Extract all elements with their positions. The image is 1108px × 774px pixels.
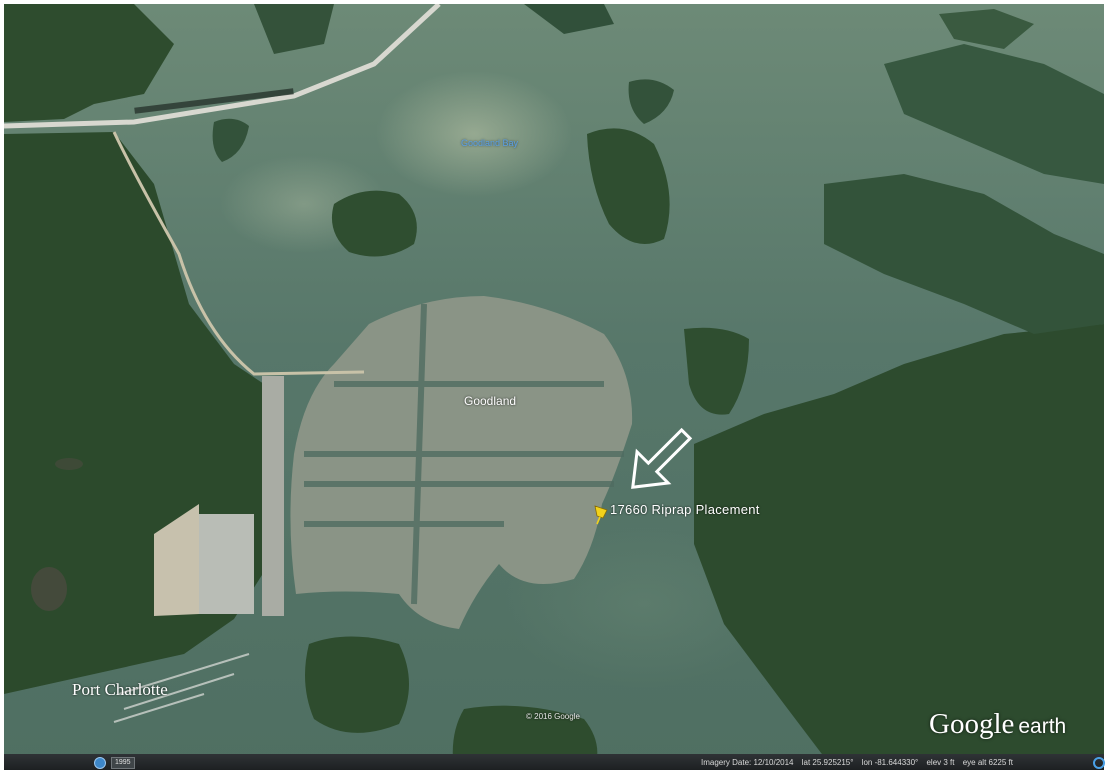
status-info: Imagery Date: 12/10/2014 lat 25.925215° … [701,758,1019,767]
eye-altitude-readout: eye alt 6225 ft [962,758,1013,767]
northwest-land [4,4,174,122]
streaming-status-icon [1093,757,1105,769]
logo-word-google: Google [929,708,1015,740]
northeast-forest [524,4,614,34]
small-island-n [628,79,674,124]
logo-word-earth: earth [1018,715,1067,738]
water-label: Goodland Bay [461,138,519,148]
placemark-label[interactable]: 17660 Riprap Placement [610,502,760,517]
map-imagery [4,4,1104,770]
goodland-town [290,296,633,629]
central-island [331,190,417,257]
north-east-island [939,9,1034,49]
place-label: Port Charlotte [72,680,168,699]
longitude-readout: lon -81.644330° [861,758,919,767]
inland-pond [31,567,67,611]
road-west [112,131,365,376]
satellite-map[interactable]: Goodland Bay Goodland 17660 Riprap Place… [4,4,1104,770]
marina-dock [262,376,284,616]
year-button[interactable]: 1995 [111,757,135,769]
north-central-island [587,128,670,244]
inland-clearing [55,458,83,470]
marina-yard [154,504,199,616]
bridge-deck-shadow [134,88,294,114]
south-docks [113,653,250,723]
copyright-notice: © 2016 Google [526,712,580,721]
island-right-of-channel [684,327,749,415]
marina-boat-storage [199,514,254,614]
small-island-nw [212,118,249,162]
east-mangrove-strip [824,174,1104,334]
imagery-date: Imagery Date: 12/10/2014 [701,758,794,767]
placemark-pin-icon [594,505,608,525]
historical-imagery-icon[interactable] [94,757,106,769]
status-bar: 1995 Imagery Date: 12/10/2014 lat 25.925… [4,754,1105,770]
south-island-center [452,705,598,770]
east-mangrove-forest [694,324,1104,770]
bridge [4,4,441,129]
north-land [254,4,334,54]
northeast-mangrove-strip [884,44,1104,184]
south-island-left [305,636,409,733]
latitude-readout: lat 25.925215° [801,758,854,767]
town-label: Goodland [464,394,517,408]
pointer-arrow-icon [631,427,693,489]
elevation-readout: elev 3 ft [926,758,955,767]
town-inner-canals [304,303,624,605]
